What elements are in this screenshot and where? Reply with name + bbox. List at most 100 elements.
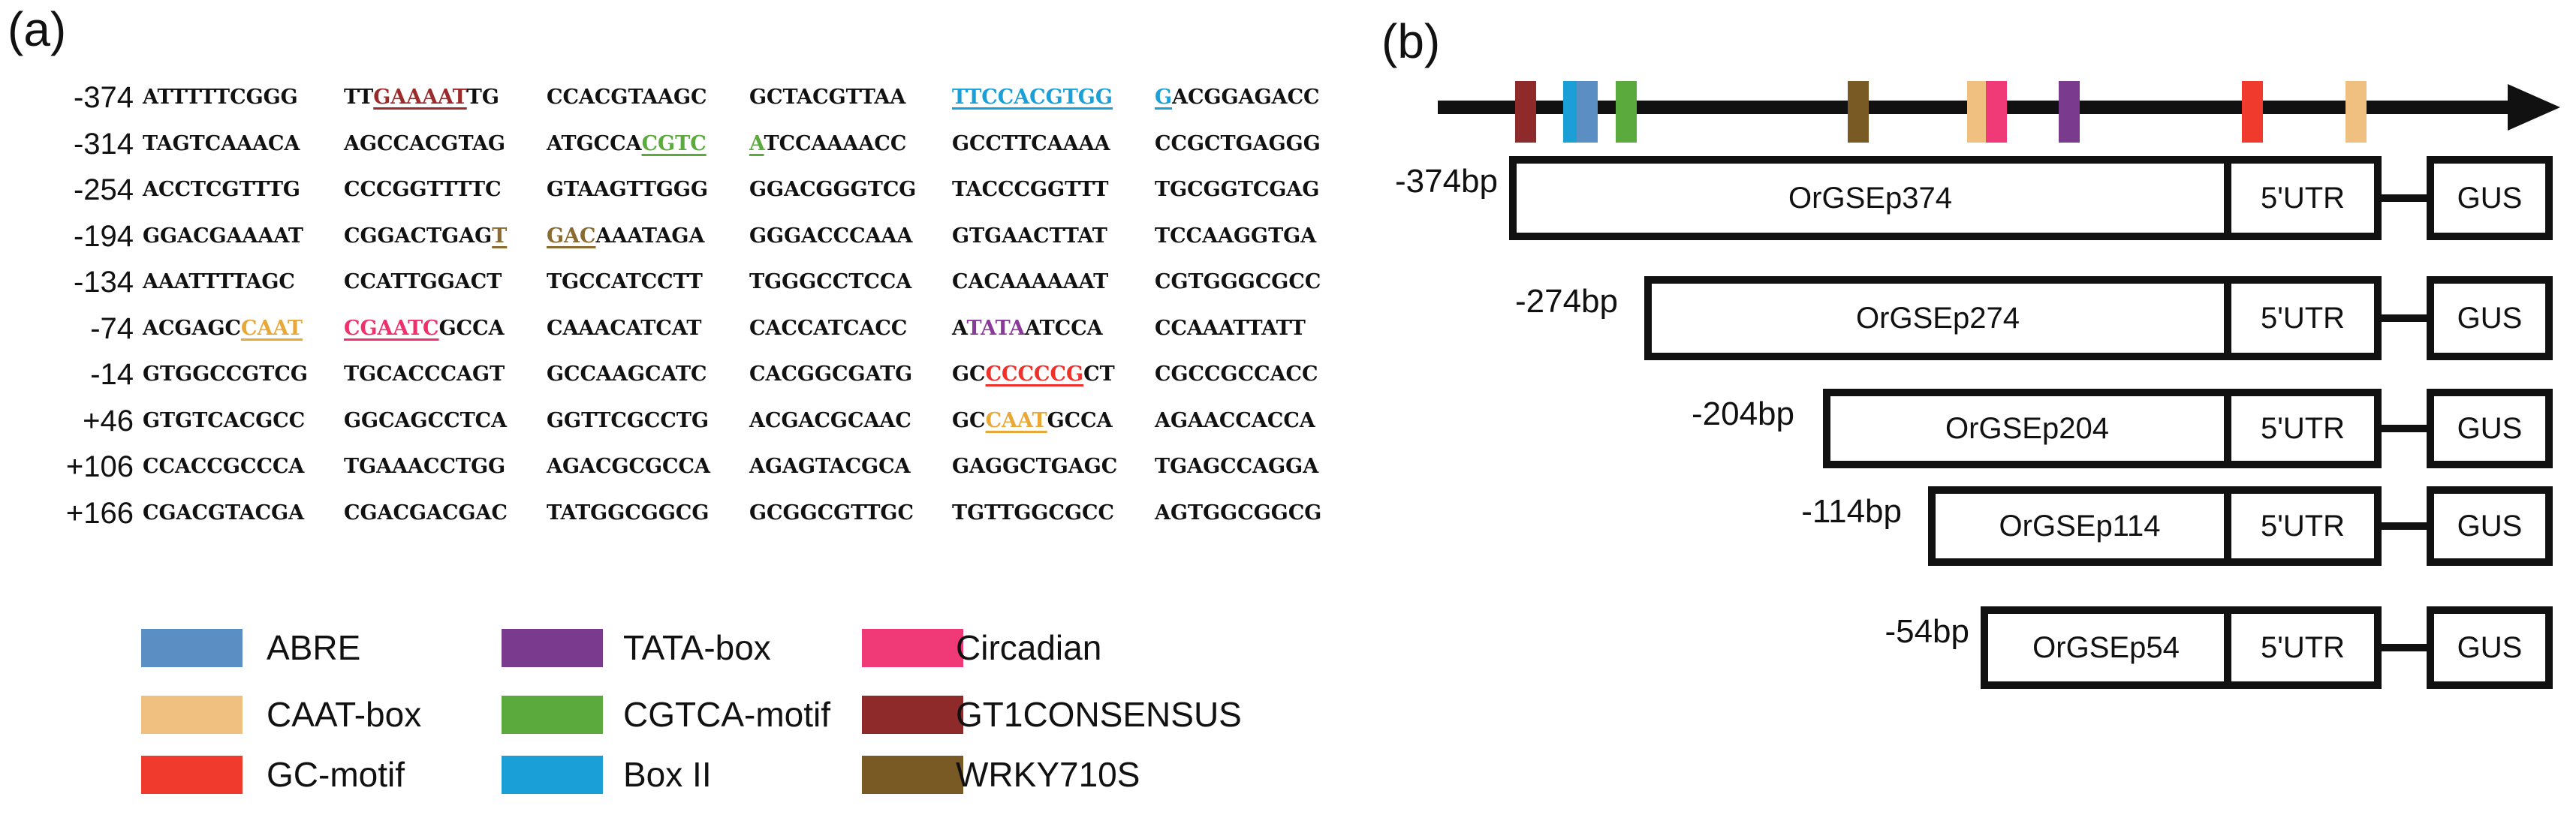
- sequence-segment: GTGGCCGTCG: [143, 362, 308, 386]
- legend-label: Box II: [623, 755, 712, 794]
- sequence-row: -194 GGACGAAAAT CGGACTGAGT GACAAATAGA GGGACC…: [0, 214, 1351, 259]
- sequence-block: ATATAATCCA: [952, 306, 1103, 351]
- sequence-block: GCCTTCAAAA: [952, 122, 1110, 167]
- sequence-block: GTGGCCGTCG: [143, 352, 308, 397]
- sequence-segment: TGAAACCTGG: [344, 455, 506, 478]
- element-mark: [2242, 81, 2263, 143]
- sequence-segment: ACGAGC: [143, 316, 241, 340]
- gus-reporter-box: GUS: [2427, 156, 2553, 240]
- sequence-segment: TATGGCGGCG: [547, 501, 710, 525]
- sequence-segment: CCAAATTATT: [1155, 316, 1306, 340]
- motif-segment: T: [492, 224, 508, 248]
- sequence-block: CGTGGGCGCC: [1155, 260, 1321, 305]
- sequence-segment: GCCA: [438, 316, 505, 340]
- sequence-segment: CGACGTACGA: [143, 501, 305, 525]
- position-label: +166: [65, 496, 134, 530]
- utr-box: 5'UTR: [2224, 606, 2382, 689]
- sequence-segment: AGAACCACCA: [1155, 408, 1315, 432]
- sequence-block: CACGGCGATG: [749, 352, 912, 397]
- sequence-block: AAATTTTAGC: [143, 260, 295, 305]
- sequence-segment: TGCCATCCTT: [547, 270, 703, 293]
- sequence-block: AGAACCACCA: [1155, 398, 1315, 444]
- motif-segment: A: [749, 131, 764, 155]
- deletion-length-label: -274bp: [1514, 283, 1618, 320]
- gus-reporter-box: GUS: [2427, 486, 2553, 566]
- sequence-segment: CAAACATCAT: [547, 316, 702, 340]
- motif-segment: TTCCACGTGG: [952, 86, 1113, 109]
- motif-segment: GAAAAT: [373, 86, 467, 109]
- sequence-block: TGTTGGCGCC: [952, 491, 1114, 536]
- sequence-block: AGTGGCGGCG: [1155, 491, 1321, 536]
- legend-label: TATA-box: [623, 628, 771, 667]
- sequence-segment: GGGACCCAAA: [749, 224, 913, 248]
- sequence-segment: GTAAGTTGGG: [547, 178, 709, 201]
- sequence-block: GAGGCTGAGC: [952, 444, 1117, 489]
- sequence-segment: AGTGGCGGCG: [1155, 501, 1322, 525]
- utr-box: 5'UTR: [2224, 156, 2382, 240]
- sequence-segment: GC: [952, 362, 986, 386]
- sequence-block: TCCAAGGTGA: [1155, 214, 1316, 259]
- sequence-block: GCCAATGCCA: [952, 398, 1113, 444]
- sequence-segment: AAATTTTAGC: [143, 270, 295, 293]
- legend-label: WRKY710S: [956, 755, 1140, 794]
- legend-swatch: [141, 629, 243, 667]
- motif-segment: G: [1155, 86, 1173, 109]
- sequence-segment: TACCCGGTTT: [952, 178, 1109, 201]
- element-mark: [1986, 81, 2007, 143]
- element-mark: [1577, 81, 1598, 143]
- construct-linker: [2382, 522, 2427, 530]
- sequence-block: CACAAAAAAT: [952, 260, 1108, 305]
- sequence-segment: GGACGAAAAT: [143, 224, 304, 248]
- sequence-block: ACGACGCAAC: [749, 398, 911, 444]
- motif-segment: CGAATC: [344, 316, 439, 340]
- sequence-segment: TCCAAGGTGA: [1155, 224, 1317, 248]
- legend-swatch: [502, 696, 603, 734]
- sequence-block: AGAGTACGCA: [749, 444, 911, 489]
- sequence-block: GACAAATAGA: [547, 214, 704, 259]
- sequence-segment: GGCAGCCTCA: [344, 408, 508, 432]
- sequence-segment: GAGGCTGAGC: [952, 455, 1118, 478]
- legend-swatch: [862, 696, 963, 734]
- sequence-block: ACCTCGTTTG: [143, 167, 300, 212]
- motif-segment: CAAT: [985, 408, 1047, 432]
- sequence-segment: CGGACTGAG: [344, 224, 493, 248]
- promoter-box: OrGSEp204: [1823, 389, 2231, 468]
- position-label: -314: [73, 127, 134, 161]
- sequence-block: CCATTGGACT: [344, 260, 502, 305]
- sequence-block: AGCCACGTAG: [344, 122, 505, 167]
- promoter-box: OrGSEp114: [1928, 486, 2231, 566]
- position-label: -74: [90, 311, 134, 345]
- deletion-length-label: -114bp: [1801, 493, 1902, 530]
- sequence-segment: ATGCCA: [547, 131, 642, 155]
- sequence-block: CGACGTACGA: [143, 491, 304, 536]
- sequence-segment: A: [952, 316, 967, 340]
- promoter-box: OrGSEp374: [1509, 156, 2231, 240]
- sequence-block: CGGACTGAGT: [344, 214, 507, 259]
- sequence-segment: CACCATCACC: [749, 316, 908, 340]
- position-label: +106: [65, 450, 134, 483]
- sequence-block: GACGGAGACC: [1155, 75, 1320, 120]
- legend-swatch: [862, 756, 963, 794]
- sequence-segment: TGTTGGCGCC: [952, 501, 1115, 525]
- sequence-segment: AGCCACGTAG: [344, 131, 506, 155]
- sequence-segment: CT: [1083, 362, 1115, 386]
- sequence-block: GTGTCACGCC: [143, 398, 305, 444]
- element-mark: [2059, 81, 2080, 143]
- motif-segment: GAC: [547, 224, 596, 248]
- sequence-segment: GCCAAGCATC: [547, 362, 707, 386]
- gus-reporter-box: GUS: [2427, 276, 2553, 360]
- position-label: -194: [73, 219, 134, 253]
- sequence-segment: GGTTCGCCTG: [547, 408, 710, 432]
- sequence-block: CCAAATTATT: [1155, 306, 1306, 351]
- panel-b-label: (b): [1381, 14, 1441, 68]
- legend-label: Circadian: [956, 628, 1102, 667]
- sequence-segment: ATTTTTCGGG: [143, 86, 298, 109]
- sequence-block: TATGGCGGCG: [547, 491, 709, 536]
- sequence-segment: CCCGGTTTTC: [344, 178, 502, 201]
